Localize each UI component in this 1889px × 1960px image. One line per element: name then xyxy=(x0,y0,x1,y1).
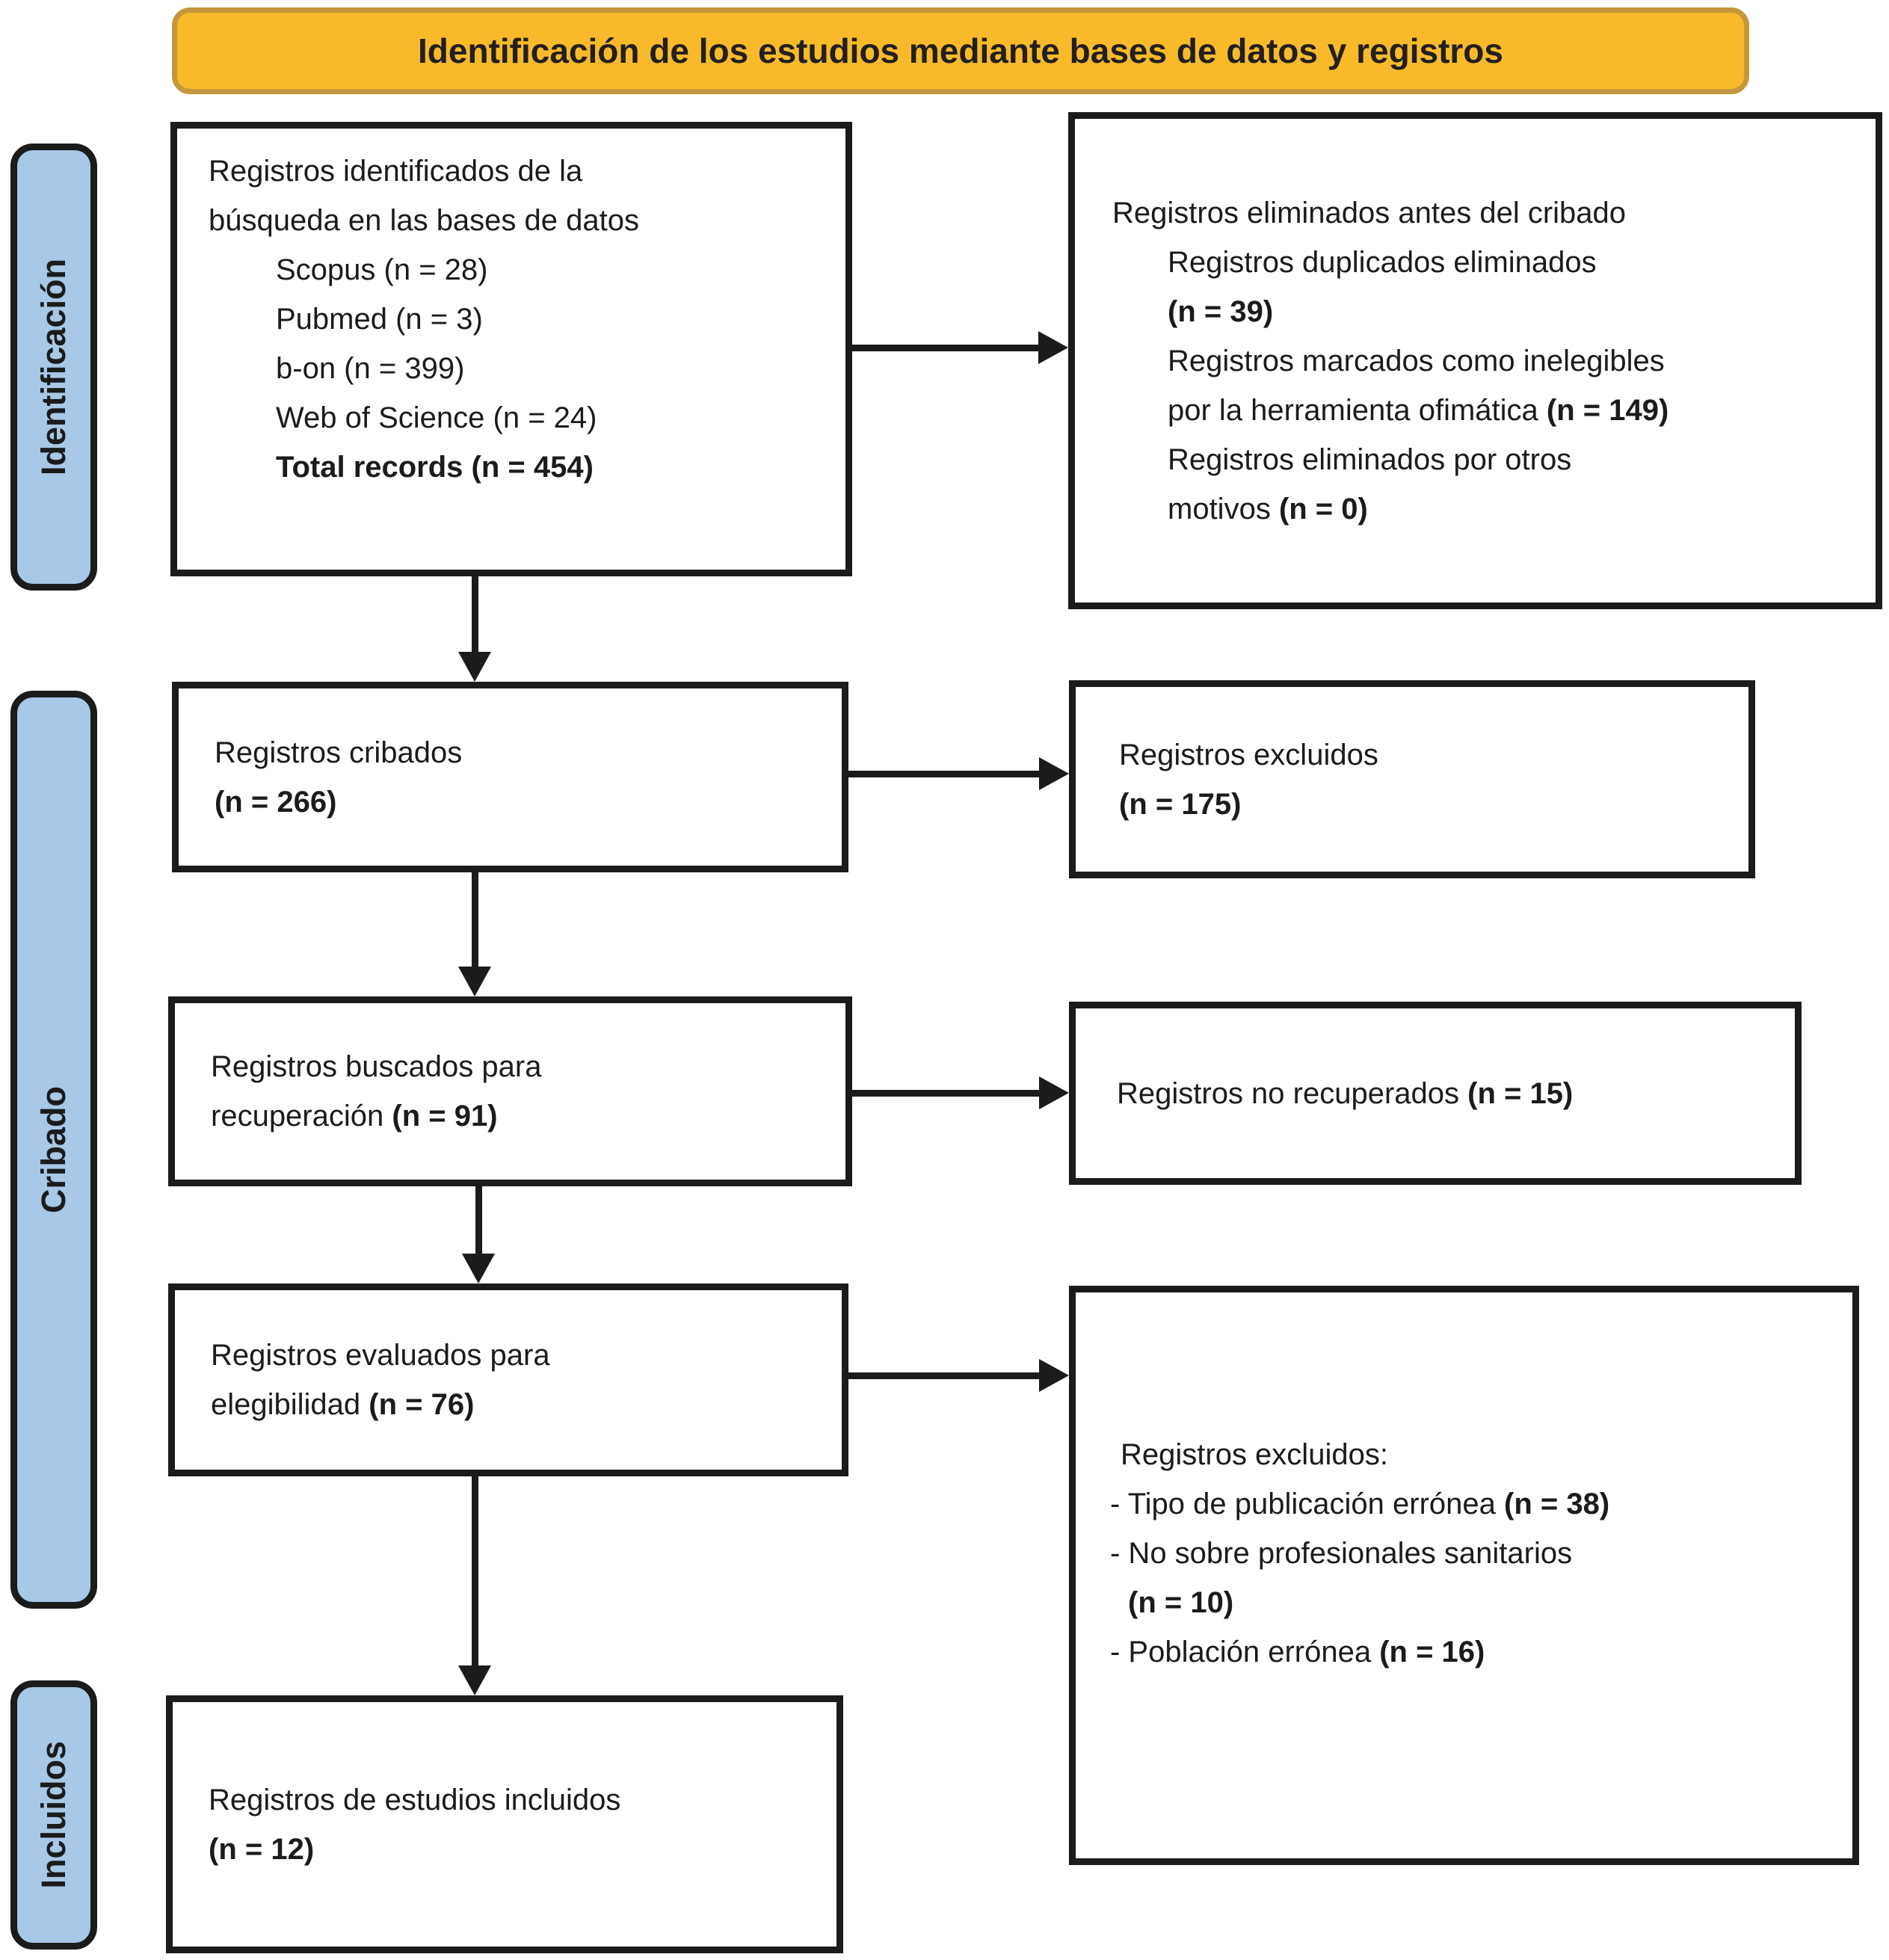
identified-item-wos: Web of Science (n = 24) xyxy=(276,401,597,434)
box-records-assessed: Registros evaluados para elegibilidad (n… xyxy=(168,1283,848,1476)
removed-other-n: (n = 0) xyxy=(1278,492,1368,526)
reasons-item-population: - Población errónea (n = 16) xyxy=(1110,1627,1833,1677)
box-records-removed-before-screening: Registros eliminados antes del cribado R… xyxy=(1068,112,1882,609)
removed-other-line1: Registros eliminados por otros xyxy=(1168,443,1572,476)
arrow-shaft xyxy=(852,345,1041,351)
arrow-head-right-icon xyxy=(1039,757,1069,790)
reasons-item-population-n: (n = 16) xyxy=(1379,1635,1485,1668)
screened-label: Registros cribados xyxy=(215,736,463,769)
arrow-head-right-icon xyxy=(1039,1359,1069,1392)
stage-label-screening-text: Cribado xyxy=(34,1085,73,1213)
reasons-header: Registros excluidos: xyxy=(1121,1437,1388,1471)
stage-label-identification: Identificación xyxy=(10,144,97,591)
assessed-line1: Registros evaluados para xyxy=(211,1339,550,1372)
box-records-not-retrieved: Registros no recuperados (n = 15) xyxy=(1069,1002,1802,1185)
reasons-item-publication-text: - Tipo de publicación errónea xyxy=(1110,1487,1504,1520)
removed-other-line2-text: motivos xyxy=(1168,492,1279,526)
removed-duplicates-label: Registros duplicados eliminados xyxy=(1168,245,1597,279)
identified-item-scopus: Scopus (n = 28) xyxy=(276,253,488,286)
identified-total: Total records (n = 454) xyxy=(276,451,594,484)
box-records-sought: Registros buscados para recuperación (n … xyxy=(168,996,852,1186)
arrow-head-down-icon xyxy=(462,1254,495,1283)
identified-item-pubmed: Pubmed (n = 3) xyxy=(276,303,483,336)
arrow-shaft xyxy=(475,1186,482,1255)
sought-line2: recuperación (n = 91) xyxy=(211,1091,845,1141)
arrow-shaft xyxy=(472,576,478,653)
box-records-excluded: Registros excluidos (n = 175) xyxy=(1069,680,1755,878)
arrow-shaft xyxy=(472,1476,478,1667)
removed-marked-line1: Registros marcados como inelegibles xyxy=(1168,344,1665,377)
not-retrieved-line: Registros no recuperados (n = 15) xyxy=(1117,1069,1795,1118)
screened-n: (n = 266) xyxy=(215,785,337,819)
identified-line1: Registros identificados de la xyxy=(209,155,583,188)
reasons-item-professionals-n: (n = 10) xyxy=(1128,1585,1234,1619)
removed-marked-line2-text: por la herramienta ofimática xyxy=(1168,393,1547,427)
arrow-head-right-icon xyxy=(1038,331,1068,364)
sought-n: (n = 91) xyxy=(392,1100,498,1132)
reasons-item-professionals: - No sobre profesionales sanitarios xyxy=(1110,1536,1573,1570)
removed-duplicates-n: (n = 39) xyxy=(1168,295,1274,328)
excluded-label: Registros excluidos xyxy=(1119,738,1378,771)
arrow-head-down-icon xyxy=(458,652,491,682)
stage-label-identification-text: Identificación xyxy=(34,258,73,476)
box-records-screened: Registros cribados (n = 266) xyxy=(172,682,848,872)
sought-line1: Registros buscados para xyxy=(211,1050,542,1083)
removed-marked-line2: por la herramienta ofimática (n = 149) xyxy=(1168,386,1855,435)
sought-line2-text: recuperación xyxy=(211,1100,392,1132)
identified-line2: búsqueda en las bases de datos xyxy=(209,204,639,237)
not-retrieved-n: (n = 15) xyxy=(1467,1076,1574,1110)
arrow-shaft xyxy=(848,1372,1041,1379)
reasons-item-publication: - Tipo de publicación errónea (n = 38) xyxy=(1110,1479,1833,1529)
included-label: Registros de estudios incluidos xyxy=(209,1783,621,1816)
included-n: (n = 12) xyxy=(209,1832,315,1866)
removed-other-line2: motivos (n = 0) xyxy=(1168,484,1855,534)
stage-label-included-text: Incluidos xyxy=(34,1741,73,1889)
identified-item-bon: b-on (n = 399) xyxy=(276,352,465,385)
arrow-head-down-icon xyxy=(458,967,491,996)
assessed-n: (n = 76) xyxy=(369,1388,475,1421)
stage-label-screening: Cribado xyxy=(10,691,97,1609)
reasons-item-population-text: - Población errónea xyxy=(1110,1635,1380,1668)
banner-title: Identificación de los estudios mediante … xyxy=(418,31,1503,70)
not-retrieved-label: Registros no recuperados xyxy=(1117,1076,1468,1110)
excluded-n: (n = 175) xyxy=(1119,787,1242,821)
arrow-shaft xyxy=(848,771,1041,777)
arrow-head-down-icon xyxy=(458,1665,491,1695)
removed-header: Registros eliminados antes del cribado xyxy=(1112,196,1627,229)
assessed-line2: elegibilidad (n = 76) xyxy=(211,1380,842,1429)
removed-marked-n: (n = 149) xyxy=(1546,393,1669,427)
banner: Identificación de los estudios mediante … xyxy=(172,7,1749,94)
box-records-identified: Registros identificados de la búsqueda e… xyxy=(170,122,852,576)
arrow-shaft xyxy=(472,872,478,968)
reasons-item-publication-n: (n = 38) xyxy=(1504,1487,1610,1520)
box-studies-included: Registros de estudios incluidos (n = 12) xyxy=(166,1695,843,1953)
arrow-head-right-icon xyxy=(1039,1076,1069,1109)
assessed-line2-text: elegibilidad xyxy=(211,1388,369,1421)
box-records-excluded-reasons: Registros excluidos: - Tipo de publicaci… xyxy=(1069,1286,1859,1865)
stage-label-included: Incluidos xyxy=(10,1680,97,1950)
arrow-shaft xyxy=(852,1090,1041,1097)
